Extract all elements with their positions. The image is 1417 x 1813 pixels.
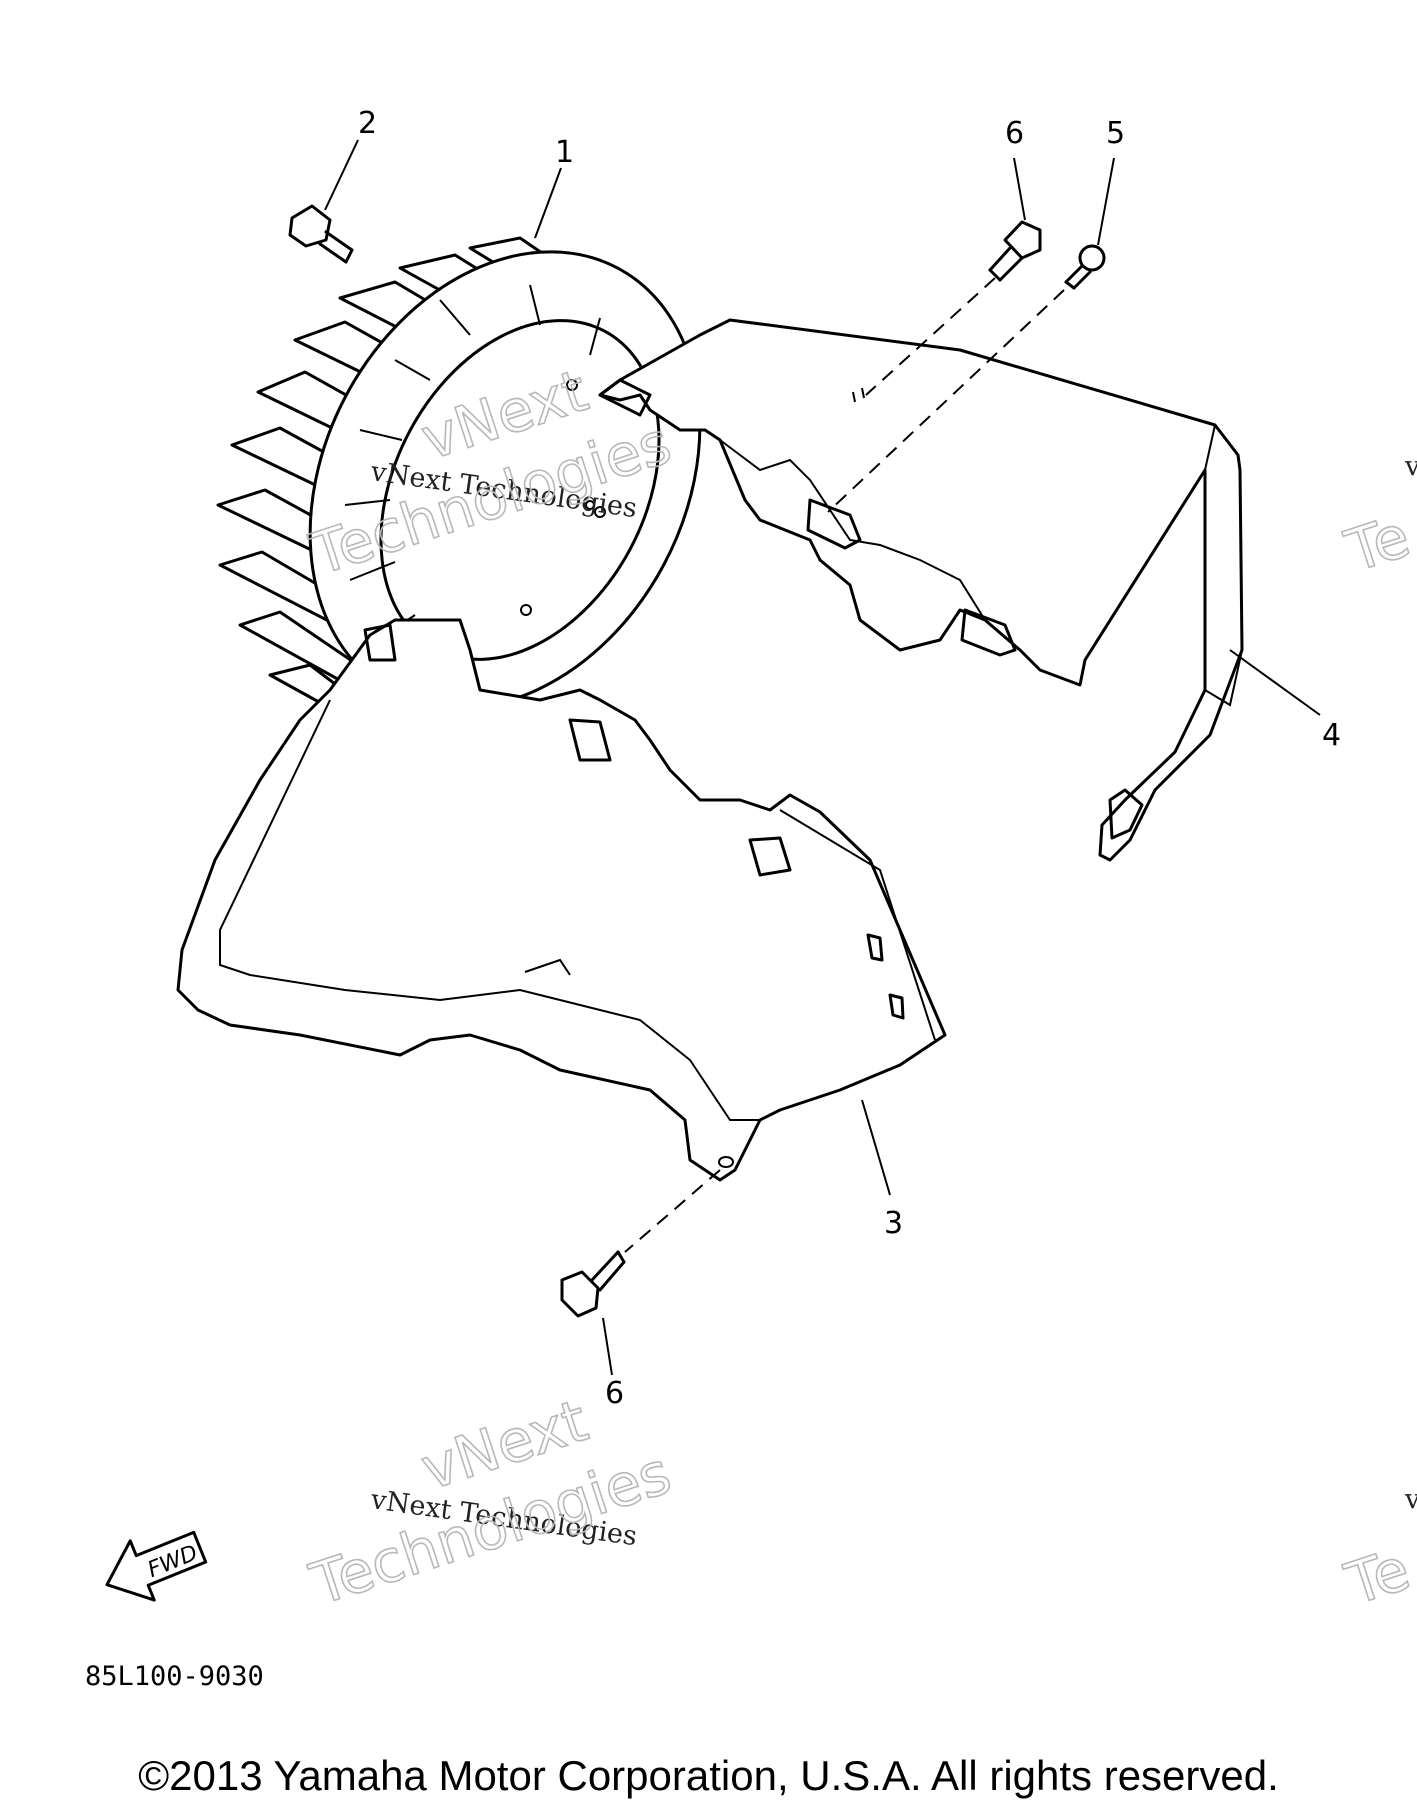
diagram-part-number: 85L100-9030 — [85, 1661, 264, 1692]
watermark-edge-te: Te — [1337, 502, 1417, 586]
part-2-bolt — [288, 204, 354, 264]
callout-1: 1 — [555, 135, 574, 170]
callout-6-bottom: 6 — [605, 1376, 624, 1411]
callout-4: 4 — [1322, 718, 1341, 753]
copyright-notice: ©2013 Yamaha Motor Corporation, U.S.A. A… — [138, 1752, 1279, 1799]
watermark-edge-v: v — [1404, 451, 1417, 482]
callout-3: 3 — [884, 1206, 903, 1241]
watermark-edge-te: Te — [1337, 1535, 1417, 1619]
callout-2: 2 — [358, 106, 377, 141]
callout-6-top: 6 — [1005, 116, 1024, 151]
watermark-edge: v Te v Te — [1337, 451, 1417, 1619]
callout-labels: 2 1 6 5 4 3 6 — [358, 106, 1341, 1411]
part-6-bolt-top — [988, 220, 1042, 282]
part-4-air-shroud-upper — [598, 318, 1244, 862]
fwd-arrow-icon: FWD — [105, 1530, 208, 1602]
callout-5: 5 — [1106, 116, 1125, 151]
part-5-screw — [1064, 244, 1106, 290]
leader-lines — [324, 139, 1321, 1376]
part-6-bolt-bottom — [560, 1250, 626, 1318]
part-1-cooling-fan — [216, 236, 702, 730]
watermark-lower: vNext Technologies vNext Technologies — [302, 1385, 680, 1619]
part-3-air-shroud-lower — [176, 618, 947, 1182]
watermark-edge-v: v — [1404, 1484, 1417, 1515]
